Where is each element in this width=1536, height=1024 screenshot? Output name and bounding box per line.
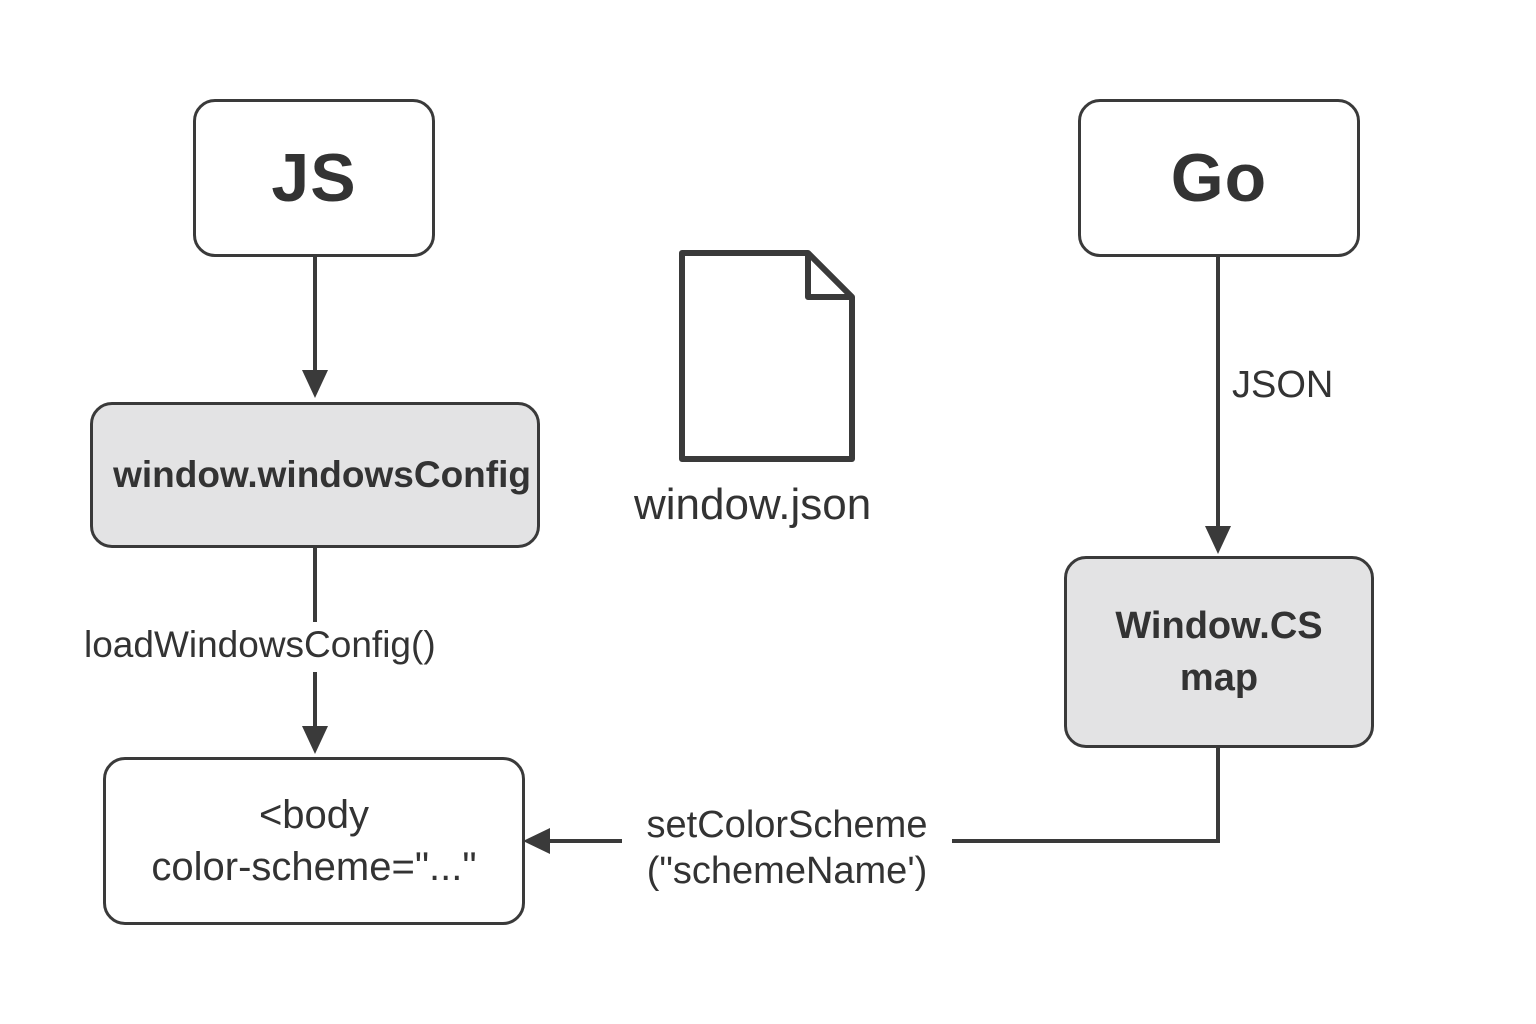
go-node-label: Go: [1170, 140, 1268, 216]
edge-label-json: JSON: [1232, 364, 1334, 407]
edge-map-to-body-right: [952, 746, 1220, 843]
arrowhead-js-to-config: [302, 370, 328, 398]
edge-label-set-scheme: setColorScheme ("schemeName'): [628, 802, 946, 894]
arrowhead-map-to-body: [523, 828, 550, 854]
go-node: Go: [1078, 99, 1360, 257]
windows-config-label: window.windowsConfig: [113, 454, 531, 495]
arrowhead-go-to-map: [1205, 526, 1231, 554]
document-icon: [679, 250, 855, 462]
edge-label-load-config: loadWindowsConfig(): [84, 624, 436, 666]
arrowhead-config-to-body: [302, 726, 328, 754]
body-tag-node: <body color-scheme="...": [103, 757, 525, 925]
windows-config-node: window.windowsConfig: [90, 402, 540, 548]
js-node-label: JS: [271, 140, 357, 216]
window-cs-map-label: Window.CS map: [1115, 605, 1323, 699]
file-caption: window.json: [634, 480, 872, 529]
window-cs-map-node: Window.CS map: [1064, 556, 1374, 748]
body-tag-label: <body color-scheme="...": [151, 793, 477, 889]
js-node: JS: [193, 99, 435, 257]
